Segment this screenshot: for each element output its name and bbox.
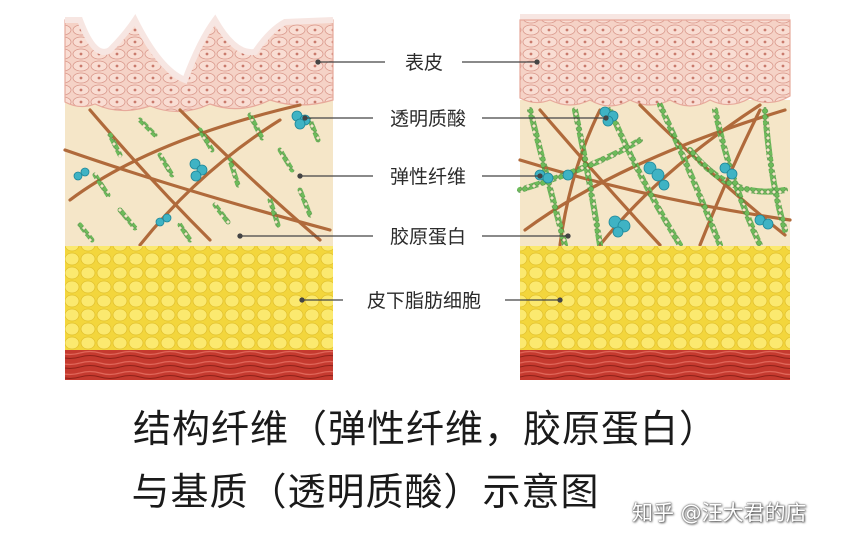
right-hyaluronic-acid [534, 106, 774, 238]
label-hyaluronic-acid: 透明质酸 [390, 108, 466, 130]
left-epidermis [64, 18, 334, 113]
right-epidermis [519, 19, 791, 107]
watermark: 知乎 @汪大君的店 [632, 501, 807, 525]
right-skin-panel [517, 14, 792, 380]
caption-line-1: 结构纤维（弹性纤维，胶原蛋白） [132, 407, 718, 451]
left-muscle-layer [65, 350, 333, 380]
caption-line-2: 与基质（透明质酸）示意图 [131, 470, 600, 514]
label-subcutaneous-fat: 皮下脂肪细胞 [367, 290, 481, 312]
leader-lines [237, 59, 609, 303]
skin-diagram: 表皮 透明质酸 弹性纤维 胶原蛋白 皮下脂肪细胞 [63, 14, 792, 380]
label-epidermis: 表皮 [405, 52, 443, 74]
right-fat-layer [520, 246, 790, 350]
label-elastic-fiber: 弹性纤维 [390, 166, 466, 188]
label-collagen: 胶原蛋白 [390, 226, 466, 248]
left-collagen-fibers [63, 103, 332, 247]
right-muscle-layer [520, 350, 790, 380]
left-skin-panel [63, 14, 334, 380]
left-elastic-fibers [77, 112, 321, 243]
left-fat-layer [65, 246, 333, 350]
